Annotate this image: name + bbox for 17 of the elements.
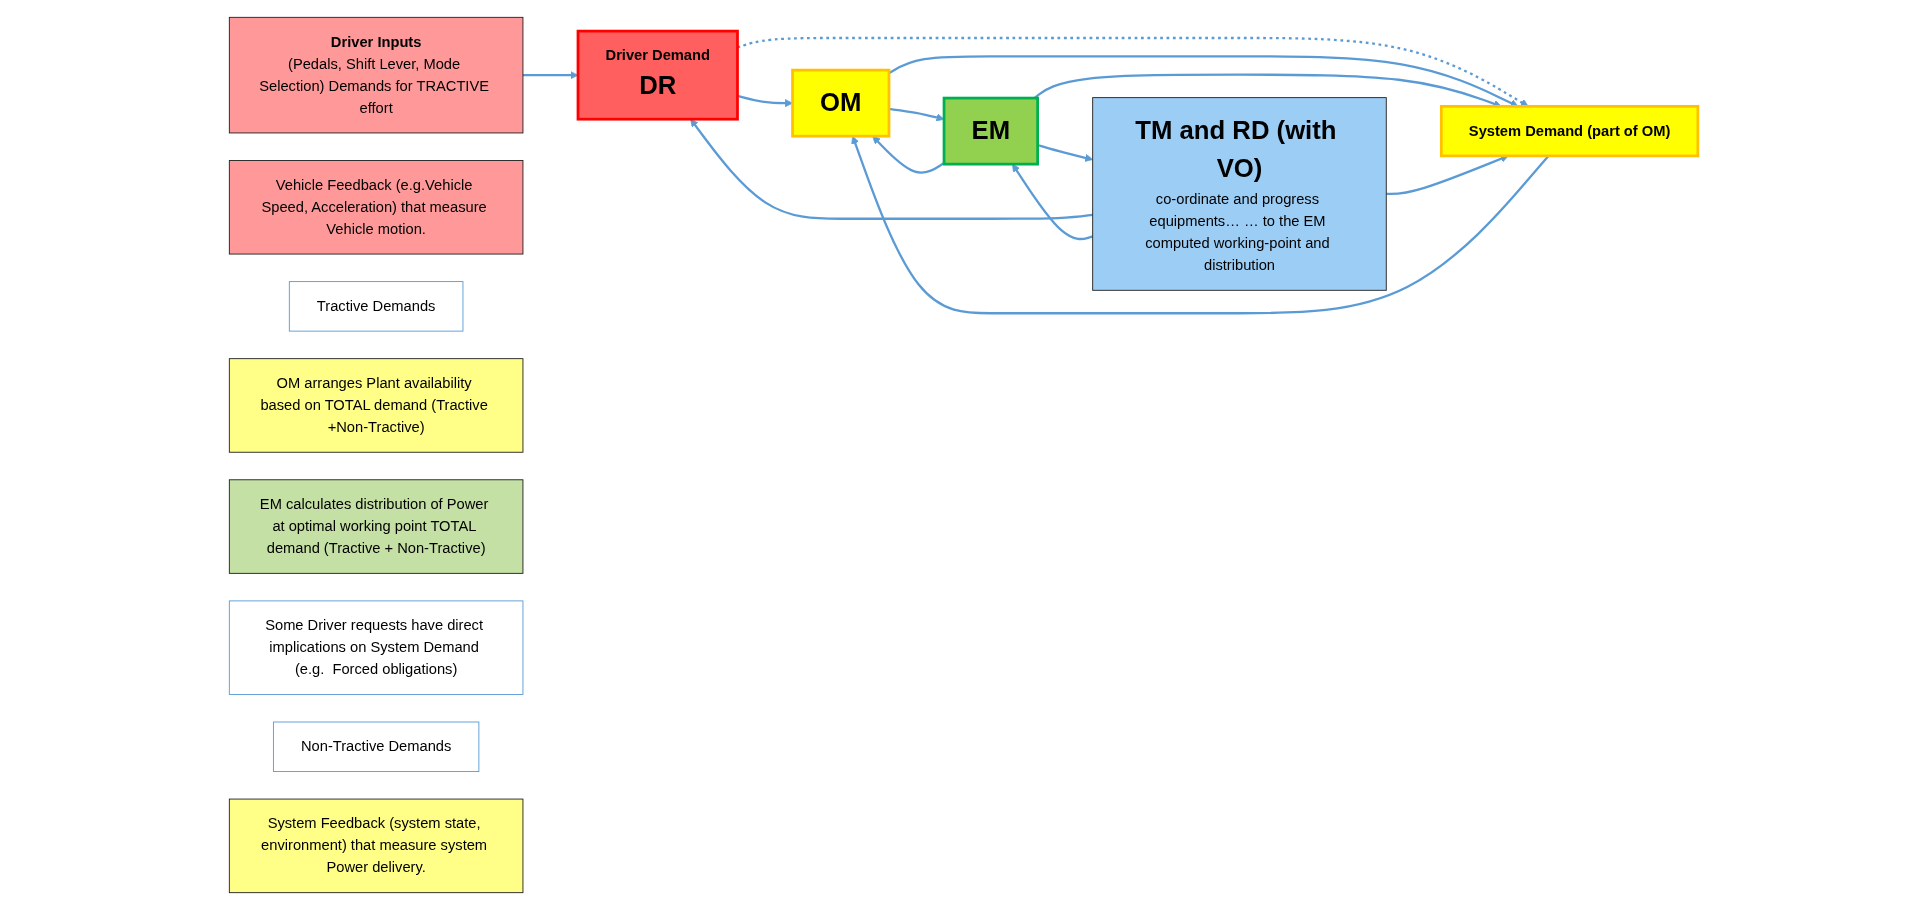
- node-box: System Feedback (system state, environment) that measure system Power delivery.: [228, 798, 524, 894]
- node-box: OM: [791, 68, 891, 138]
- node-box: EM: [942, 96, 1039, 166]
- arrow: [737, 94, 793, 108]
- arrow: [737, 36, 1529, 107]
- node-box: System Demand (part of OM): [1439, 104, 1700, 158]
- node-box: Driver Demand DR: [576, 29, 739, 121]
- arrow: [888, 55, 1519, 107]
- node-box: Non-Tractive Demands: [272, 721, 480, 772]
- node-box: EM calculates distribution of Power at optimal working point TOTAL demand (Tractive + Non-Tractive): [228, 479, 524, 574]
- node-box: Tractive Demands: [288, 281, 464, 332]
- arrow: [1037, 143, 1093, 162]
- node-box: OM arranges Plant availability based on TOTAL demand (Tractive +Non-Tractive): [228, 358, 524, 453]
- node-box: TM and RD (with VO) co-ordinate and progress equipments… … to the EM computed working-point and distribution: [1092, 97, 1387, 291]
- node-box: Some Driver requests have direct implications on System Demand (e.g. Forced obligations): [228, 600, 524, 695]
- node-box: Driver Inputs (Pedals, Shift Lever, Mode Selection) Demands for TRACTIVE effort: [228, 16, 524, 134]
- node-box: Vehicle Feedback (e.g.Vehicle Speed, Acceleration) that measure Vehicle motion.: [228, 160, 524, 255]
